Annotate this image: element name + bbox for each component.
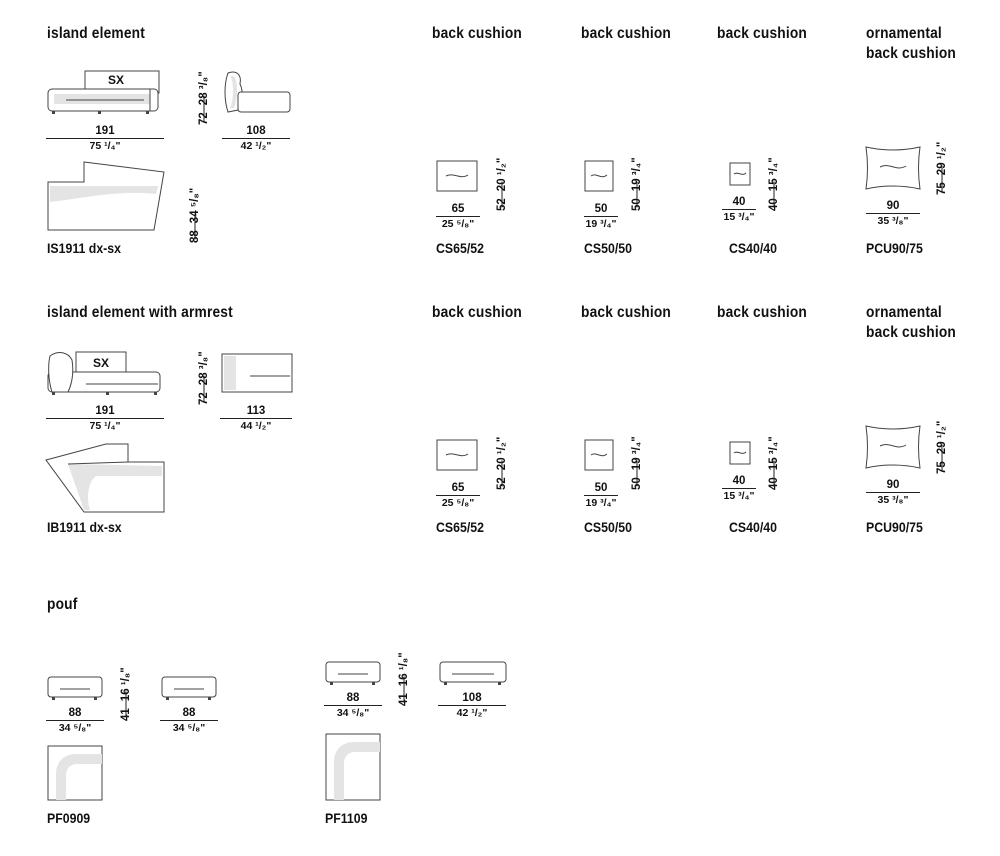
- pcu90-height-dim-2: 7529 ¹/₂": [929, 414, 955, 474]
- pcu90-height-dim-1: 7529 ¹/₂": [929, 135, 955, 195]
- cushion-drawing-cs65-row2: [436, 439, 478, 471]
- pouf-small-width-dim: 88 34 ⁵/₈": [46, 707, 104, 735]
- pouf-small-front-drawing: [47, 676, 103, 700]
- pouf-large-width-dim: 88 34 ⁵/₈": [324, 692, 382, 720]
- cs65-width-dim-2: 65 25 ⁵/₈": [436, 482, 480, 510]
- cs50-code-1: CS50/50: [584, 240, 632, 256]
- cs65-code-1: CS65/52: [436, 240, 484, 256]
- cs50-width-dim-2: 50 19 ³/₄": [584, 482, 618, 509]
- island-arm-height-dim: 7228 ³/₈": [191, 345, 217, 405]
- cushion-drawing-cs40: [729, 162, 751, 186]
- cs40-code-2: CS40/40: [729, 519, 777, 535]
- pouf-small-height-dim: 4116 ¹/₈": [113, 661, 139, 721]
- pouf-large-top-drawing: [325, 733, 381, 801]
- island-arm-code: IB1911 dx-sx: [47, 519, 122, 535]
- pcu90-code-2: PCU90/75: [866, 519, 923, 535]
- cs50-width-dim-1: 50 19 ³/₄": [584, 203, 618, 230]
- cushion-title-2: back cushion: [581, 25, 672, 42]
- cs40-width-dim-1: 40 15 ³/₄": [722, 196, 756, 223]
- cushion-drawing-pcu90-row2: [865, 425, 921, 469]
- pouf-large-side-drawing: [439, 661, 507, 685]
- pouf-small-side-drawing: [161, 676, 217, 700]
- cushion-title-7: back cushion: [717, 304, 808, 321]
- island-arm-width-dim: 191 75 ¹/₄": [46, 405, 164, 433]
- island-arm-front-drawing: [47, 351, 161, 395]
- island-depth-dim: 108 42 ¹/₂": [222, 125, 290, 153]
- pcu90-width-dim-2: 90 35 ³/₈": [866, 479, 920, 507]
- cs40-width-dim-2: 40 15 ³/₄": [722, 475, 756, 502]
- island-width-dim: 191 75 ¹/₄": [46, 125, 164, 153]
- cs50-code-2: CS50/50: [584, 519, 632, 535]
- cushion-title-1: back cushion: [432, 25, 523, 42]
- section-title-pouf: pouf: [47, 596, 78, 613]
- pouf-large-front-drawing: [325, 661, 381, 685]
- island-arm-side-label: SX: [93, 356, 110, 370]
- island-side-label: SX: [108, 73, 125, 87]
- island-side-drawing: [224, 71, 291, 113]
- pouf-large-depth-dim: 108 42 ¹/₂": [438, 692, 506, 720]
- island-top-drawing: [47, 161, 165, 231]
- island-arm-depth-dim: 113 44 ¹/₂": [220, 405, 292, 433]
- cushion-drawing-pcu90: [865, 146, 921, 190]
- cushion-drawing-cs65: [436, 160, 478, 192]
- cs65-height-dim-1: 5220 ¹/₂": [489, 151, 515, 211]
- island-front-drawing: [47, 70, 160, 114]
- cs65-code-2: CS65/52: [436, 519, 484, 535]
- cushion-title-3: back cushion: [717, 25, 808, 42]
- cushion-title-4: ornamental back cushion: [866, 25, 957, 62]
- pcu90-width-dim-1: 90 35 ³/₈": [866, 200, 920, 228]
- island-arm-top-drawing: [45, 443, 165, 513]
- cushion-title-6: back cushion: [581, 304, 672, 321]
- pouf-small-code: PF0909: [47, 810, 91, 826]
- section-title-island-arm: island element with armrest: [47, 304, 233, 321]
- pouf-small-depth-dim: 88 34 ⁵/₈": [160, 707, 218, 735]
- island-height-dim: 7228 ³/₈": [191, 65, 217, 125]
- pcu90-code-1: PCU90/75: [866, 240, 923, 256]
- section-title-island: island element: [47, 25, 145, 42]
- cs65-height-dim-2: 5220 ¹/₂": [489, 430, 515, 490]
- cs65-width-dim-1: 65 25 ⁵/₈": [436, 203, 480, 231]
- pouf-small-top-drawing: [47, 745, 103, 801]
- cushion-drawing-cs50: [584, 160, 614, 192]
- cushion-title-5: back cushion: [432, 304, 523, 321]
- pouf-large-height-dim: 4116 ¹/₈": [391, 646, 417, 706]
- pouf-large-code: PF1109: [325, 810, 368, 826]
- cushion-title-8: ornamental back cushion: [866, 304, 957, 341]
- cushion-drawing-cs40-row2: [729, 441, 751, 465]
- island-arm-side-drawing: [221, 353, 293, 393]
- cushion-drawing-cs50-row2: [584, 439, 614, 471]
- cs40-code-1: CS40/40: [729, 240, 777, 256]
- island-code: IS1911 dx-sx: [47, 240, 121, 256]
